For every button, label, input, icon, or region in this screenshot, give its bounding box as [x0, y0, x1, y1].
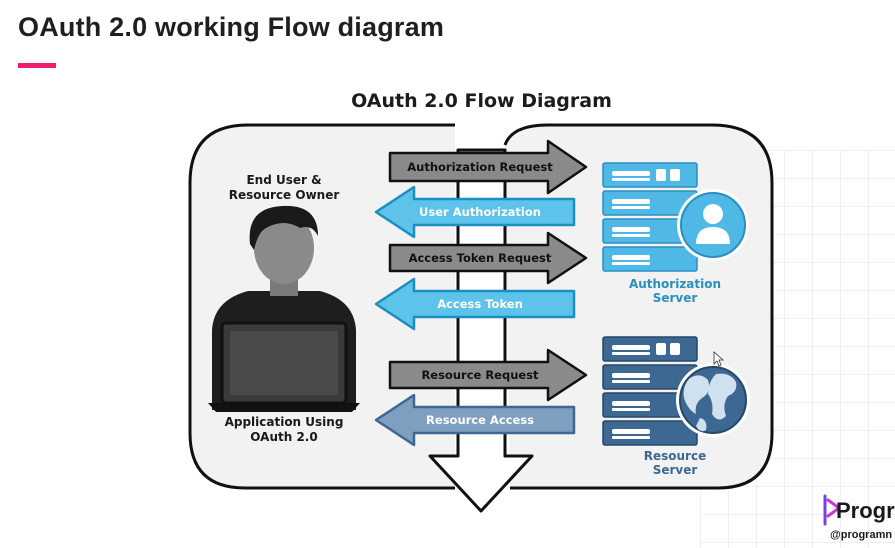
flow-label-user-authorization: User Authorization — [419, 205, 541, 219]
client-bottom-label-line1: Application Using — [225, 415, 344, 429]
logo-handle: @programn — [830, 529, 893, 541]
client-top-label-line2: Resource Owner — [229, 188, 340, 202]
title-accent-bar — [18, 63, 56, 68]
server-with-user-icon — [602, 162, 749, 272]
programming-logo-icon — [823, 494, 841, 526]
mouse-cursor-icon — [713, 351, 725, 367]
flow-arrow-authorization-request: Authorization Request — [388, 139, 588, 195]
flow-label-access-token: Access Token — [437, 297, 523, 311]
flow-arrow-resource-request: Resource Request — [388, 348, 588, 402]
resource-server-label-line1: Resource — [644, 449, 706, 463]
authorization-server-label-line2: Server — [653, 291, 698, 305]
client-bottom-label-line2: OAuth 2.0 — [250, 430, 317, 444]
flow-arrow-resource-access: Resource Access — [374, 393, 576, 447]
flow-arrow-access-token-request: Access Token Request — [388, 231, 588, 285]
flow-label-access-token-request: Access Token Request — [409, 251, 552, 265]
flow-label-resource-request: Resource Request — [421, 368, 539, 382]
brand-logo: Progra @programn — [822, 494, 895, 548]
flow-label-authorization-request: Authorization Request — [407, 160, 553, 174]
user-with-laptop-icon — [208, 205, 360, 412]
resource-server-label-line2: Server — [653, 463, 698, 477]
server-with-globe-icon — [602, 336, 750, 446]
diagram-title: OAuth 2.0 Flow Diagram — [351, 90, 612, 112]
logo-text: Progra — [836, 498, 895, 523]
flow-arrow-user-authorization: User Authorization — [374, 185, 576, 239]
flow-label-resource-access: Resource Access — [426, 413, 534, 427]
flow-arrow-access-token: Access Token — [374, 277, 576, 331]
slide-title: OAuth 2.0 working Flow diagram — [18, 12, 445, 42]
client-top-label-line1: End User & — [246, 173, 321, 187]
authorization-server-label-line1: Authorization — [629, 277, 721, 291]
